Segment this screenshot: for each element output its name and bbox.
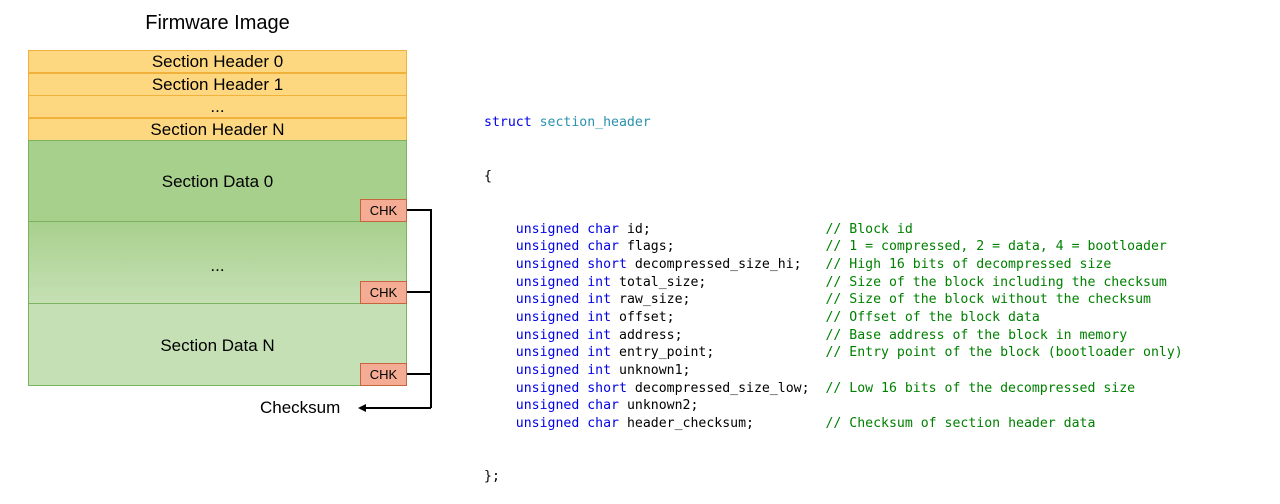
- chk-connector-0: [407, 209, 432, 408]
- field-comment: // Entry point of the block (bootloader …: [825, 345, 1183, 361]
- field-type: unsigned int: [515, 310, 612, 326]
- struct-field-line: unsigned char header_checksum; // Checks…: [484, 415, 1183, 433]
- field-type: unsigned int: [515, 274, 612, 290]
- struct-field-line: unsigned short decompressed_size_low; //…: [484, 380, 1183, 398]
- field-comment: // Low 16 bits of the decompressed size: [825, 380, 1136, 396]
- field-name: raw_size;: [619, 292, 691, 308]
- struct-field-line: unsigned int total_size; // Size of the …: [484, 274, 1183, 292]
- field-type: unsigned char: [515, 416, 619, 432]
- section-header-ellipsis: ...: [28, 95, 407, 118]
- chk-box-n: CHK: [360, 363, 407, 386]
- field-type: unsigned short: [515, 380, 627, 396]
- struct-field-line: unsigned int raw_size; // Size of the bl…: [484, 291, 1183, 309]
- firmware-image-title: Firmware Image: [145, 12, 290, 34]
- section-data-n-label: Section Data N: [160, 336, 275, 355]
- struct-field-line: unsigned int unknown1;: [484, 362, 1183, 380]
- field-type: unsigned char: [515, 398, 619, 414]
- field-name: decompressed_size_hi;: [634, 256, 802, 272]
- checksum-label: Checksum: [260, 398, 341, 417]
- struct-field-line: unsigned short decompressed_size_hi; // …: [484, 256, 1183, 274]
- struct-code-block: struct section_header { unsigned char id…: [484, 79, 1183, 504]
- field-type: unsigned int: [515, 363, 612, 379]
- struct-field-line: unsigned int address; // Base address of…: [484, 327, 1183, 345]
- chk-box-1: CHK: [360, 281, 407, 304]
- chk-box-0: CHK: [360, 199, 407, 222]
- field-comment: // Block id: [825, 221, 913, 237]
- field-comment: // Size of the block including the check…: [825, 274, 1167, 290]
- field-type: unsigned short: [515, 256, 627, 272]
- struct-field-line: unsigned char id; // Block id: [484, 221, 1183, 239]
- field-comment: // High 16 bits of decompressed size: [825, 256, 1112, 272]
- field-name: total_size;: [619, 274, 707, 290]
- section-data-0-label: Section Data 0: [161, 172, 274, 191]
- struct-field-line: unsigned char flags; // 1 = compressed, …: [484, 238, 1183, 256]
- field-name: entry_point;: [619, 345, 715, 361]
- field-name: decompressed_size_low;: [634, 380, 810, 396]
- field-type: unsigned int: [515, 345, 612, 361]
- struct-field-line: unsigned int offset; // Offset of the bl…: [484, 309, 1183, 327]
- struct-field-line: unsigned int entry_point; // Entry point…: [484, 344, 1183, 362]
- struct-name: section_header: [539, 115, 651, 131]
- open-brace: {: [484, 168, 492, 184]
- struct-fields: unsigned char id; // Block id unsigned c…: [484, 221, 1183, 433]
- checksum-connectors: [358, 209, 432, 412]
- field-name: id;: [626, 221, 651, 237]
- checksum-arrow-head: [358, 404, 366, 412]
- section-data-n: Section Data N: [28, 303, 407, 386]
- field-comment: // Checksum of section header data: [825, 416, 1096, 432]
- field-comment: // Size of the block without the checksu…: [825, 292, 1151, 308]
- field-name: address;: [619, 327, 683, 343]
- field-name: offset;: [619, 310, 675, 326]
- close-brace: };: [484, 469, 500, 485]
- field-name: unknown1;: [619, 363, 691, 379]
- field-type: unsigned int: [515, 327, 612, 343]
- field-type: unsigned char: [515, 239, 619, 255]
- field-type: unsigned int: [515, 292, 612, 308]
- section-data-0: Section Data 0: [28, 140, 407, 222]
- struct-declaration-line: struct section_header: [484, 114, 1183, 132]
- field-name: flags;: [626, 239, 675, 255]
- field-comment: // 1 = compressed, 2 = data, 4 = bootloa…: [825, 239, 1167, 255]
- section-data-ellipsis-label: ...: [210, 256, 225, 275]
- field-name: unknown2;: [626, 398, 699, 414]
- struct-keyword: struct: [484, 115, 532, 131]
- section-header-0: Section Header 0: [28, 50, 407, 73]
- struct-field-line: unsigned char unknown2;: [484, 397, 1183, 415]
- field-type: unsigned char: [515, 221, 619, 237]
- field-comment: // Base address of the block in memory: [825, 327, 1128, 343]
- field-comment: // Offset of the block data: [825, 310, 1040, 326]
- field-name: header_checksum;: [626, 416, 754, 432]
